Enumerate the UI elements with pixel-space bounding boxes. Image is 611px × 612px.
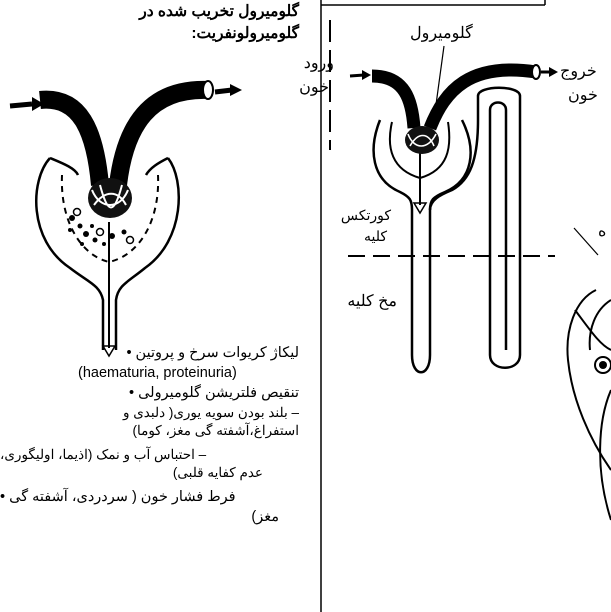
sub-item-retention-line2: عدم کفایه قلبی) xyxy=(173,464,263,482)
label-blood-outflow-2: خون xyxy=(568,86,598,106)
sub-item-urea-line1: – بلند بودن سویه یوری( دلبدی و xyxy=(123,404,299,422)
label-blood-outflow-1: خروج xyxy=(560,62,597,82)
label-glomerulus: گلومیرول xyxy=(410,24,473,44)
sub-item-urea-line2: استفراغ،آشفته گی مغز، کوما) xyxy=(132,422,299,440)
label-cortex-2: کلیه xyxy=(364,226,387,246)
label-cortex-1: کورتکس xyxy=(341,205,391,225)
bullet-hypertension-line2: مغز) xyxy=(251,508,279,527)
edge-structure-fragment xyxy=(567,290,611,520)
label-medulla: مخ کلیه xyxy=(347,292,397,312)
bullet-leakage-line1: لیکاژ کریوات سرخ و پروتین • xyxy=(126,344,299,363)
bullet-hypertension-line1: فرط فشار خون ( سردردی، آشفته گی • xyxy=(0,488,236,507)
label-blood-inflow-2: خون xyxy=(299,78,329,98)
label-blood-inflow-1: ورود xyxy=(304,54,334,74)
bullet-filtration: تنقیص فلتریشن گلومیرولی • xyxy=(129,384,299,403)
nephron-illustration xyxy=(330,20,598,372)
sub-item-retention-line1: – احتباس آب و نمک (اذیما، اولیگوری، xyxy=(0,446,206,464)
bullet-leakage-line2: (haematuria, proteinuria) xyxy=(78,364,237,383)
damaged-glomerulus-title-line1: گلومیرول تخریب شده در xyxy=(139,2,299,22)
damaged-glomerulus-illustration xyxy=(10,81,242,356)
label-edge-fragment: ه xyxy=(598,222,606,242)
damaged-glomerulus-title-line2: گلومیرولونفریت: xyxy=(191,24,299,44)
